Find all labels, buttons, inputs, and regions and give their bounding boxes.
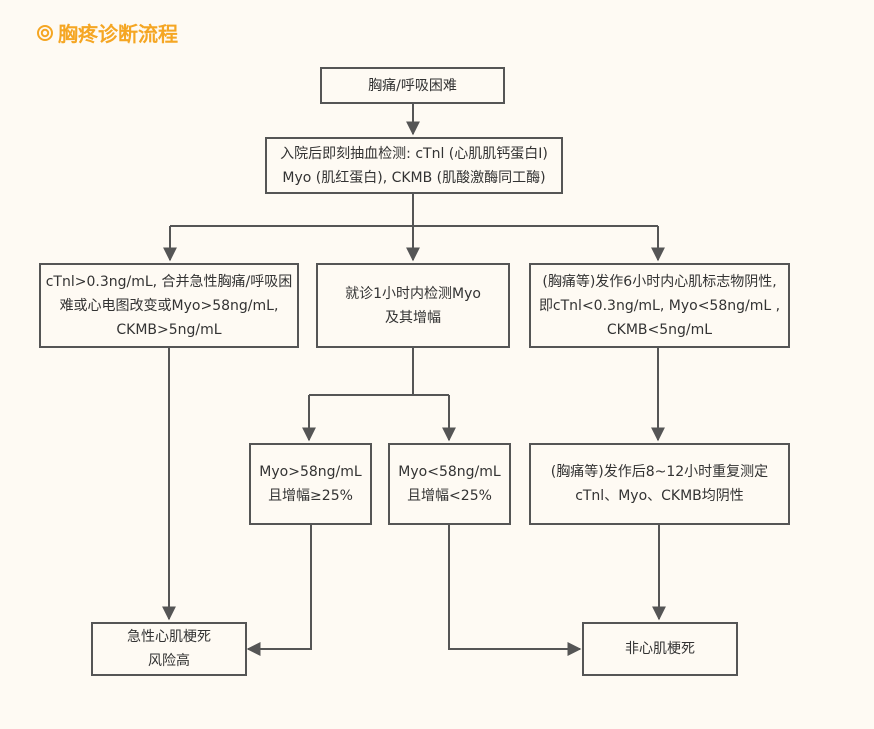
node-myo-high: Myo>58ng/mL 且增幅≥25%	[249, 443, 372, 525]
node-repeat-test: (胸痛等)发作后8~12小时重复测定 cTnl、Myo、CKMB均阴性	[529, 443, 790, 525]
node-start: 胸痛/呼吸困难	[320, 67, 505, 104]
arrow-myo-high-to-high-risk	[246, 524, 312, 656]
node-myo-low: Myo<58ng/mL 且增幅<25%	[388, 443, 511, 525]
page-title-text: 胸疼诊断流程	[58, 22, 178, 46]
node-outcome-high-risk: 急性心肌梗死 风险高	[91, 622, 247, 676]
node-outcome-non-mi: 非心肌梗死	[582, 622, 738, 676]
node-left-criteria: cTnl>0.3ng/mL, 合并急性胸痛/呼吸困 难或心电图改变或Myo>58…	[39, 263, 299, 348]
node-right-negative: (胸痛等)发作6小时内心肌标志物阴性, 即cTnl<0.3ng/mL, Myo<…	[529, 263, 790, 348]
arrow-myo-low-to-non-mi	[448, 524, 582, 656]
page-title: 胸疼诊断流程	[36, 18, 178, 47]
spiral-icon	[36, 24, 54, 42]
node-initial-blood-test: 入院后即刻抽血检测: cTnl (心肌肌钙蛋白I) Myo (肌红蛋白), CK…	[265, 137, 563, 194]
node-middle-recheck: 就诊1小时内检测Myo 及其增幅	[316, 263, 510, 348]
